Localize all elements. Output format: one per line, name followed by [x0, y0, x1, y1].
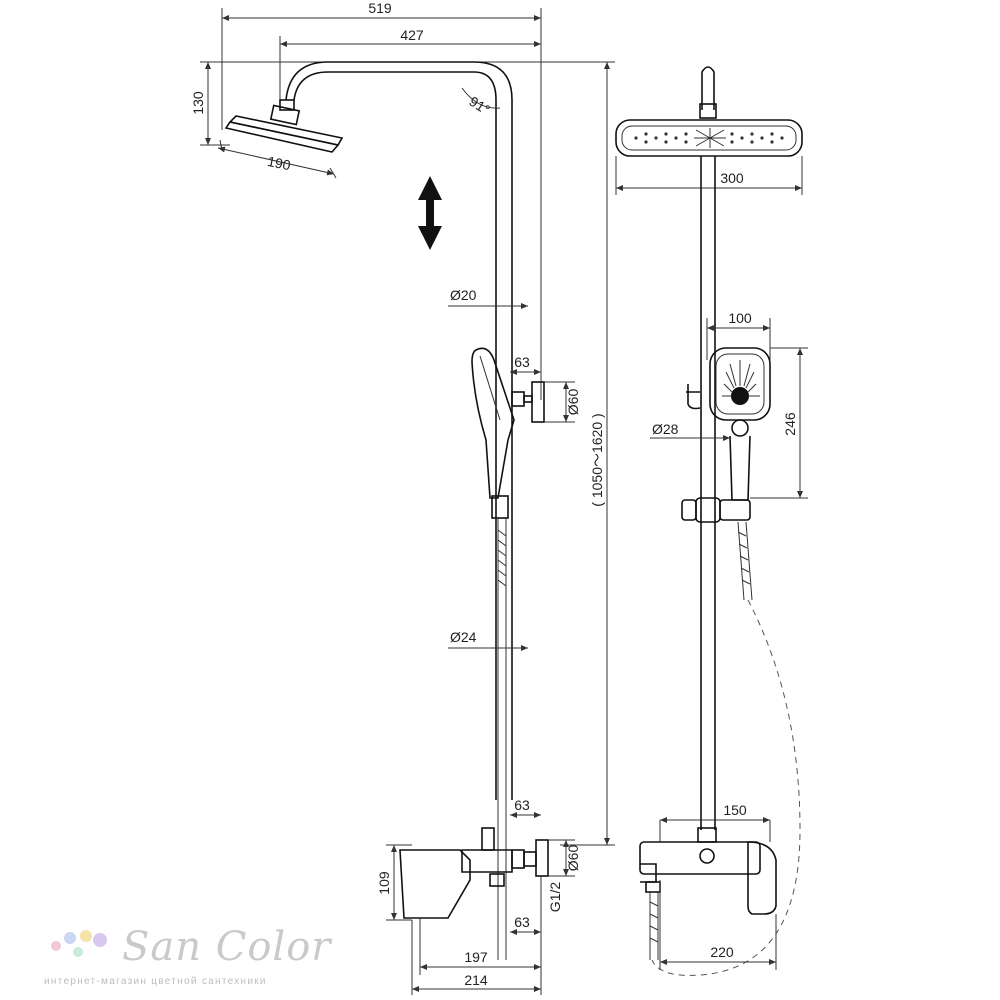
wall-bracket-top [511, 381, 545, 423]
dim-63-mid: 63 [514, 797, 530, 813]
hose-dashed-path [651, 599, 801, 976]
brand-dot [93, 933, 107, 947]
hand-shower-side [471, 347, 515, 519]
brand-logo-dots [51, 930, 107, 957]
brand-name: San Color [122, 924, 332, 970]
mixer-front [639, 827, 777, 960]
dim-phi24: Ø24 [450, 629, 477, 645]
mixer-side [399, 827, 549, 919]
dim-190: 190 [266, 153, 292, 174]
overhead-shower-head [224, 99, 344, 153]
brand-dot [51, 941, 61, 951]
brand-dot [64, 932, 76, 944]
height-adjust-arrow [418, 176, 442, 250]
riser-pipe [700, 156, 716, 830]
dim-214: 214 [464, 972, 488, 988]
dim-phi20: Ø20 [450, 287, 477, 303]
dim-130: 130 [190, 91, 206, 115]
dim-range: ( 1050～1620 ) [589, 413, 605, 506]
dim-63-top: 63 [514, 354, 530, 370]
dim-150: 150 [723, 802, 747, 818]
dim-519: 519 [368, 0, 392, 16]
brand-dot [80, 930, 92, 942]
riser-top [701, 66, 715, 110]
dim-phi28: Ø28 [652, 421, 679, 437]
hose [497, 518, 507, 960]
dim-63-bottom: 63 [514, 914, 530, 930]
side-view: 519 427 130 190 91° [190, 0, 615, 995]
dim-300: 300 [720, 170, 744, 186]
overhead-shower-head-front [615, 119, 803, 157]
angle-91: 91° [466, 93, 492, 118]
front-view: 300 100 246 Ø28 [615, 66, 808, 976]
dim-phi60-bottom: Ø60 [565, 845, 581, 872]
dim-197: 197 [464, 949, 488, 965]
slide-holder [681, 497, 751, 523]
dim-109: 109 [376, 871, 392, 895]
hand-shower-front [709, 347, 771, 501]
dim-220: 220 [710, 944, 734, 960]
shower-arm-outer [285, 61, 513, 800]
dim-427: 427 [400, 27, 424, 43]
brand-tagline: интернет-магазин цветной сантехники [44, 976, 267, 987]
dim-phi60-top: Ø60 [565, 389, 581, 416]
dim-246: 246 [782, 412, 798, 436]
dim-100: 100 [728, 310, 752, 326]
shower-arm-inner [293, 71, 497, 800]
angle-arc [461, 87, 501, 109]
dim-thread: G1/2 [547, 882, 563, 913]
dim-line-190 [217, 146, 335, 176]
hose-front [737, 521, 753, 601]
brand-dot [73, 947, 83, 957]
